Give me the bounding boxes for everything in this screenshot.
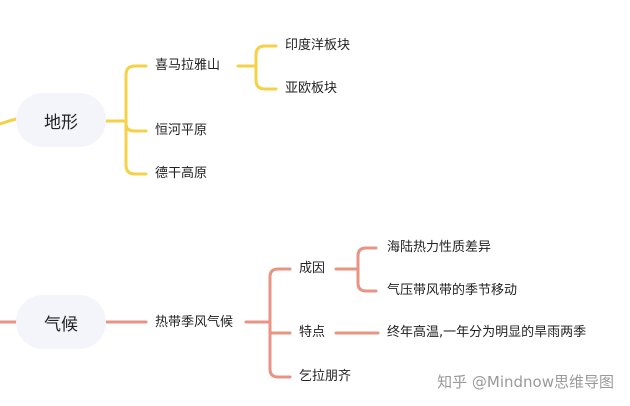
connector-cherrapunji [268,320,292,379]
himalaya-node[interactable]: 喜马拉雅山 [155,58,221,73]
connector-deccan [124,119,148,176]
pressure-shift-node[interactable]: 气压带风带的季节移动 [387,283,518,298]
cherrapunji-node[interactable]: 乞拉朋齐 [299,369,352,384]
terrain-label: 地形 [44,112,78,133]
terrain-connectors [0,44,278,176]
terrain-node[interactable]: 地形 [16,93,106,147]
cause-node[interactable]: 成因 [299,261,326,276]
monsoon-node[interactable]: 热带季风气候 [155,315,234,330]
deccan-plateau-node[interactable]: 德干高原 [155,166,208,181]
connector-indian-plate [254,44,278,68]
land-sea-node[interactable]: 海陆热力性质差异 [387,240,492,255]
connector-pressure-shift [356,267,378,293]
feature-node[interactable]: 特点 [299,325,326,340]
connector-ganges [124,119,148,133]
indian-plate-node[interactable]: 印度洋板块 [285,38,351,53]
connector-cause [268,267,292,324]
climate-label: 气候 [44,314,78,335]
eurasian-plate-node[interactable]: 亚欧板块 [285,81,338,96]
terrain-incoming-line [0,117,18,126]
ganges-plain-node[interactable]: 恒河平原 [155,123,208,138]
watermark: 知乎 @Mindnow思维导图 [437,373,614,391]
connector-land-sea [356,246,378,271]
feature-desc-node[interactable]: 终年高温,一年分为明显的旱雨两季 [387,325,587,340]
climate-node[interactable]: 气候 [16,295,106,349]
connector-eurasian-plate [254,64,278,91]
connector-feature [268,320,292,335]
connector-himalaya [124,64,148,123]
climate-connectors [0,246,380,379]
